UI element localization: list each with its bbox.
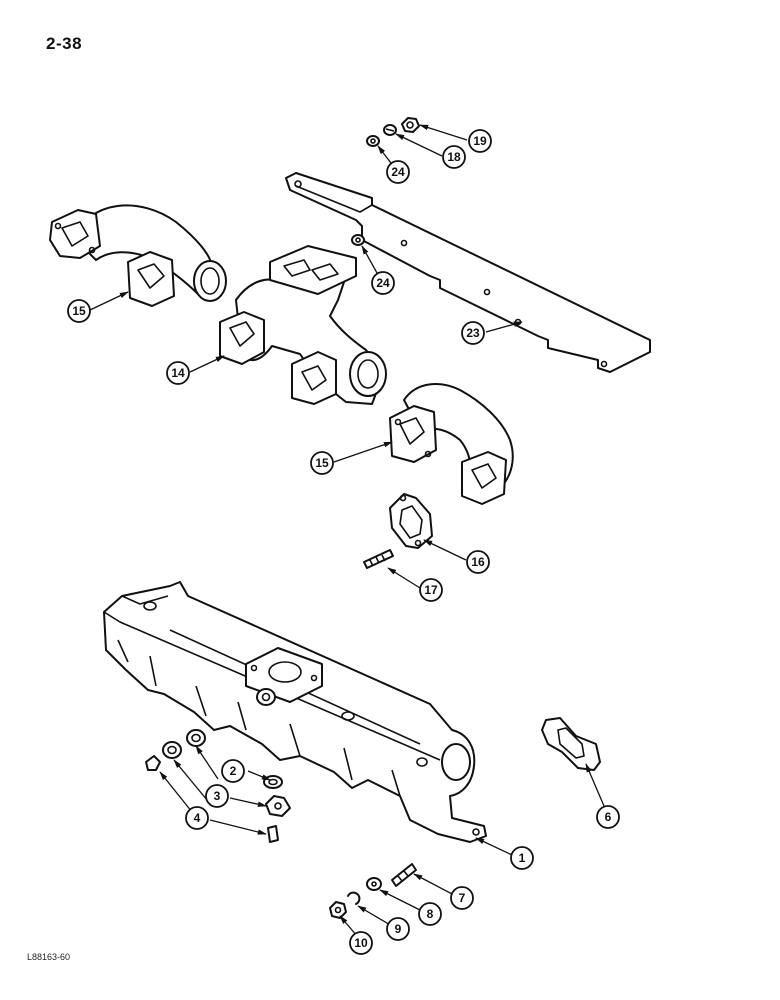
callout-15-upper: 15 (67, 299, 91, 323)
callout-1: 1 (510, 846, 534, 870)
svg-text:15: 15 (315, 456, 329, 470)
svg-text:2: 2 (230, 764, 237, 778)
gasket-6 (541, 717, 601, 771)
svg-text:24: 24 (376, 276, 390, 290)
svg-text:3: 3 (214, 789, 221, 803)
plug-3-lower (265, 795, 291, 817)
svg-text:7: 7 (459, 891, 466, 905)
callout-7: 7 (450, 886, 474, 910)
callout-19: 19 (468, 129, 492, 153)
stud-7 (391, 863, 417, 887)
svg-text:1: 1 (519, 851, 526, 865)
callout-2: 2 (221, 759, 245, 783)
leader-lines (89, 124, 605, 937)
svg-text:17: 17 (424, 583, 438, 597)
pipe-plug-4-lower (267, 825, 279, 843)
callout-18: 18 (442, 145, 466, 169)
callout-14: 14 (166, 361, 190, 385)
nut-19 (401, 117, 420, 133)
callout-15-lower: 15 (310, 451, 334, 475)
svg-text:4: 4 (194, 811, 201, 825)
svg-text:15: 15 (72, 304, 86, 318)
lock-washer-9 (347, 891, 361, 905)
svg-text:18: 18 (447, 150, 461, 164)
svg-text:24: 24 (391, 165, 405, 179)
nut-10 (329, 901, 347, 919)
stud-17 (363, 549, 394, 569)
flat-washer-24-upper (366, 135, 380, 147)
callout-17: 17 (419, 578, 443, 602)
exhaust-manifold-main (103, 581, 487, 843)
callout-8: 8 (418, 902, 442, 926)
exhaust-center-section (219, 245, 387, 405)
plug-3 (162, 741, 182, 759)
svg-text:19: 19 (473, 134, 487, 148)
callout-3: 3 (205, 784, 229, 808)
flat-washer-24-lower (351, 234, 365, 246)
callout-4: 4 (185, 806, 209, 830)
washer-8 (366, 877, 382, 891)
washer-2-lower (263, 775, 283, 789)
lock-washer-18 (383, 124, 397, 136)
document-code: L88163-60 (27, 952, 71, 962)
callout-24-lower: 24 (371, 271, 395, 295)
callout-23: 23 (461, 321, 485, 345)
svg-text:8: 8 (427, 907, 434, 921)
svg-text:6: 6 (605, 810, 612, 824)
svg-text:23: 23 (466, 326, 480, 340)
pipe-plug-4-upper (145, 755, 161, 771)
svg-text:10: 10 (354, 936, 368, 950)
callout-24-upper: 24 (386, 160, 410, 184)
svg-text:16: 16 (471, 555, 485, 569)
gasket-16 (389, 493, 433, 549)
exhaust-elbow-upper (49, 204, 227, 307)
callout-16: 16 (466, 550, 490, 574)
callout-6: 6 (596, 805, 620, 829)
page-number: 2-38 (46, 34, 83, 53)
exhaust-elbow-lower (389, 383, 514, 505)
svg-text:9: 9 (395, 922, 402, 936)
svg-text:14: 14 (171, 366, 185, 380)
callout-9: 9 (386, 917, 410, 941)
callout-10: 10 (349, 931, 373, 955)
heat-shield-bracket (285, 172, 651, 373)
washer-2 (186, 729, 206, 747)
